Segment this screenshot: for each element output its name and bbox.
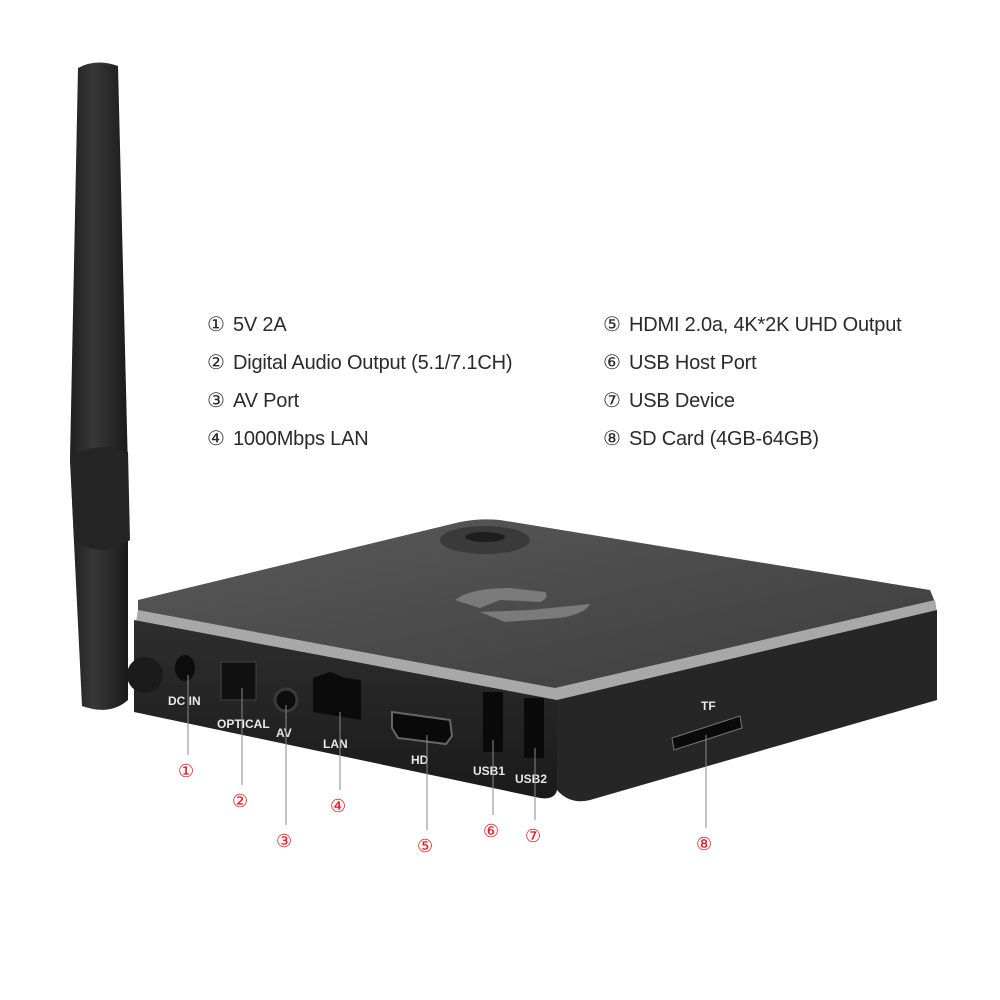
port-usb1: USB1	[473, 692, 505, 778]
callout-7: ⑦	[525, 826, 541, 847]
port-label-av: AV	[276, 726, 292, 740]
port-label-hdmi: HD	[411, 753, 429, 767]
callout-1: ①	[178, 761, 194, 782]
callout-8: ⑧	[696, 834, 712, 855]
callout-lines	[187, 675, 707, 830]
wifi-antenna	[70, 62, 163, 710]
port-lan: LAN	[313, 672, 361, 751]
port-av: AV	[273, 687, 299, 740]
port-optical: OPTICAL	[217, 661, 270, 731]
callout-5: ⑤	[417, 836, 433, 857]
callout-3: ③	[276, 831, 292, 852]
port-usb2: USB2	[515, 698, 547, 786]
port-label-tf: TF	[701, 699, 716, 713]
power-button-icon	[465, 532, 505, 542]
port-label-optical: OPTICAL	[217, 717, 270, 731]
port-label-dc-in: DC IN	[168, 694, 201, 708]
callout-6: ⑥	[483, 821, 499, 842]
callout-4: ④	[330, 796, 346, 817]
callout-2: ②	[232, 791, 248, 812]
port-label-lan: LAN	[323, 737, 348, 751]
port-hdmi: HD	[391, 710, 454, 767]
brand-logo-icon	[455, 588, 590, 622]
port-label-usb2: USB2	[515, 772, 547, 786]
port-tf-slot: TF	[671, 699, 743, 751]
port-dc-in: DC IN	[168, 655, 201, 708]
port-label-usb1: USB1	[473, 764, 505, 778]
box-side	[557, 610, 937, 802]
